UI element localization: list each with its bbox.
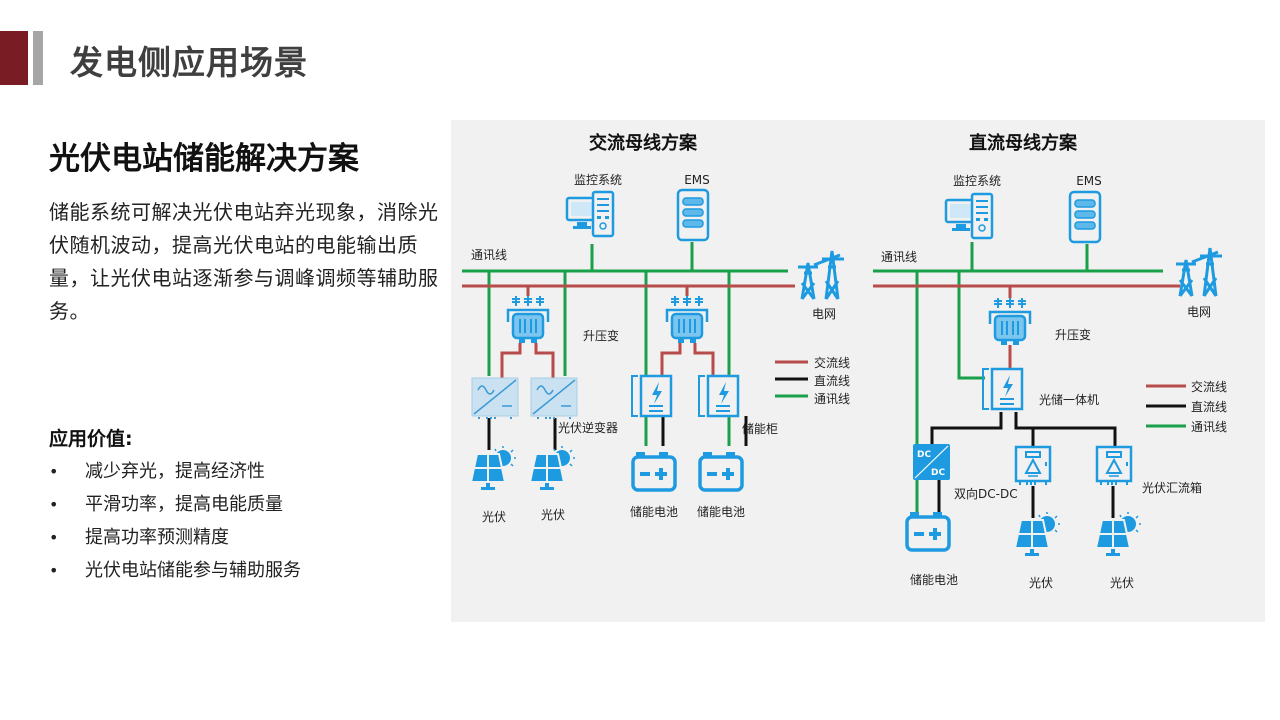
svg-text:DC: DC	[931, 468, 945, 478]
ac-diagram-title: 交流母线方案	[589, 132, 698, 154]
value-item: •提高功率预测精度	[49, 521, 301, 554]
ac-transformer-label: 升压变	[583, 328, 619, 343]
legend-ac-line: 交流线	[814, 355, 850, 370]
ac-cabinet-label: 储能柜	[742, 421, 778, 436]
value-item: •光伏电站储能参与辅助服务	[49, 554, 301, 587]
ac-power-lines	[462, 284, 795, 378]
ac-battery-label: 储能电池	[630, 504, 678, 519]
solar-panel-icon	[1095, 511, 1142, 557]
ac-monitor-label: 监控系统	[574, 173, 622, 187]
ac-grid-label: 电网	[812, 307, 836, 321]
dc-ac-lines	[873, 284, 1180, 368]
ac-comm-label: 通讯线	[471, 248, 507, 262]
pv-combiner-box-icon	[1095, 445, 1133, 487]
ems-server-icon	[1068, 190, 1102, 244]
legend-comm-line: 通讯线	[1191, 420, 1227, 434]
ac-battery-label: 储能电池	[697, 504, 745, 519]
bullet-icon: •	[49, 561, 59, 580]
dcdc-converter-icon: DC DC	[913, 444, 950, 480]
solar-panel-icon	[1014, 511, 1061, 557]
dc-comm-label: 通讯线	[881, 250, 917, 264]
battery-icon	[698, 450, 744, 492]
legend-dc-line: 直流线	[1191, 400, 1227, 414]
diagram-svg: 交流母线方案 监控系统 EMS 通讯线 电网 升压变 光伏逆变器 储能柜	[462, 132, 1227, 590]
dc-grid-label: 电网	[1187, 305, 1211, 319]
solar-panel-icon	[470, 445, 517, 491]
storage-cabinet-icon	[697, 374, 740, 418]
svg-text:DC: DC	[917, 450, 931, 460]
monitor-system-icon	[944, 192, 994, 240]
ac-inverter-label: 光伏逆变器	[558, 420, 618, 435]
dc-pv-label: 光伏	[1029, 576, 1053, 590]
solar-panel-icon	[529, 445, 576, 491]
pv-inverter-icon	[530, 377, 578, 420]
dc-comm-lines	[873, 242, 1163, 513]
ems-server-icon	[676, 188, 710, 242]
dc-dcdc-label: 双向DC-DC	[954, 486, 1018, 501]
pv-storage-inverter-icon	[981, 367, 1024, 411]
ac-ems-label: EMS	[684, 173, 710, 187]
grid-tower-icon	[796, 249, 846, 301]
value-title: 应用价值:	[49, 428, 133, 450]
legend-dc-line: 直流线	[814, 374, 850, 388]
dc-dc-lines	[930, 412, 1117, 518]
ac-pv-label: 光伏	[482, 510, 506, 524]
pv-inverter-icon	[471, 377, 519, 420]
ac-legend: 交流线 直流线 通讯线	[775, 355, 850, 406]
value-item: •平滑功率，提高电能质量	[49, 488, 301, 521]
legend-ac-line: 交流线	[1191, 379, 1227, 394]
dc-monitor-label: 监控系统	[953, 174, 1001, 188]
value-list: •减少弃光，提高经济性 •平滑功率，提高电能质量 •提高功率预测精度 •光伏电站…	[49, 455, 301, 587]
solution-description: 储能系统可解决光伏电站弃光现象，消除光伏随机波动，提高光伏电站的电能输出质量，让…	[49, 200, 439, 323]
dc-pcs-label: 光储一体机	[1039, 392, 1099, 407]
diagram-panel: 交流母线方案 监控系统 EMS 通讯线 电网 升压变 光伏逆变器 储能柜	[451, 120, 1265, 622]
dc-diagram-title: 直流母线方案	[969, 132, 1078, 154]
bullet-icon: •	[49, 528, 59, 547]
legend-comm-line: 通讯线	[814, 392, 850, 406]
transformer-icon	[665, 294, 709, 345]
storage-cabinet-icon	[630, 374, 673, 418]
dc-battery-label: 储能电池	[910, 572, 958, 587]
battery-icon	[631, 450, 677, 492]
dc-ems-label: EMS	[1076, 174, 1102, 188]
battery-icon	[905, 510, 951, 552]
monitor-system-icon	[565, 190, 615, 238]
header-accent-bar	[0, 31, 28, 85]
header-gray-bar	[33, 31, 43, 85]
dc-transformer-label: 升压变	[1055, 327, 1091, 342]
transformer-icon	[988, 296, 1032, 347]
transformer-icon	[506, 294, 550, 345]
dc-combiner-label: 光伏汇流箱	[1142, 480, 1202, 495]
page-title: 发电侧应用场景	[70, 43, 308, 82]
ac-pv-label: 光伏	[541, 508, 565, 522]
pv-combiner-box-icon	[1014, 445, 1052, 487]
grid-tower-icon	[1174, 246, 1224, 298]
solution-title: 光伏电站储能解决方案	[49, 141, 359, 177]
ac-dc-lines	[487, 416, 748, 450]
ac-comm-lines	[462, 242, 788, 446]
bullet-icon: •	[49, 495, 59, 514]
dc-legend: 交流线 直流线 通讯线	[1146, 379, 1227, 434]
bullet-icon: •	[49, 462, 59, 481]
dc-pv-label: 光伏	[1110, 576, 1134, 590]
value-item: •减少弃光，提高经济性	[49, 455, 301, 488]
